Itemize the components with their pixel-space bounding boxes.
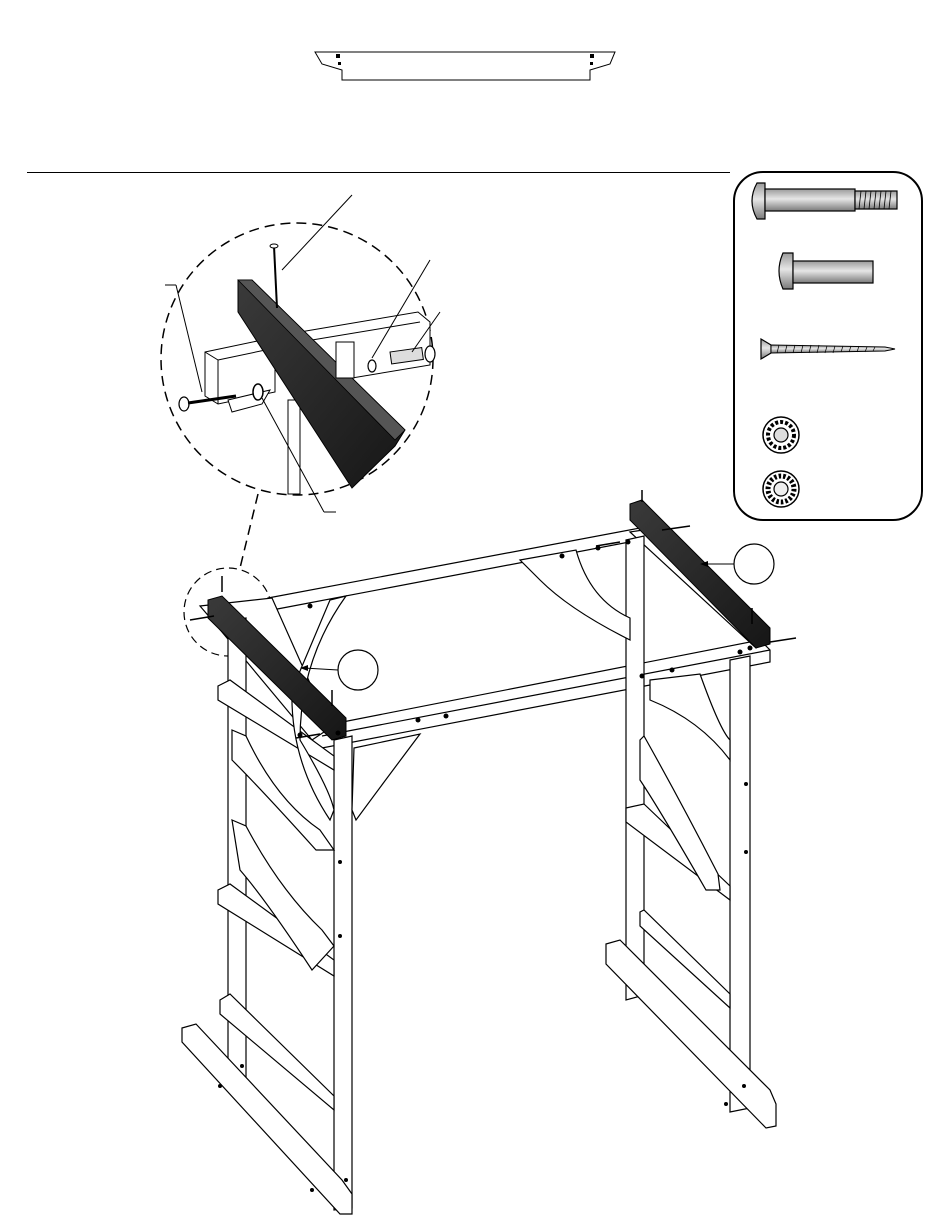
- bolt-hole: [336, 54, 340, 58]
- zoom-connector: [240, 494, 258, 568]
- top-rail-detail: [310, 44, 620, 86]
- zoom-detail: [161, 195, 440, 512]
- section-divider: [27, 172, 730, 173]
- fasteners: [218, 540, 753, 1193]
- frame: [182, 528, 776, 1214]
- bolt-hole: [590, 54, 594, 58]
- assembly-drawing: [0, 175, 950, 1229]
